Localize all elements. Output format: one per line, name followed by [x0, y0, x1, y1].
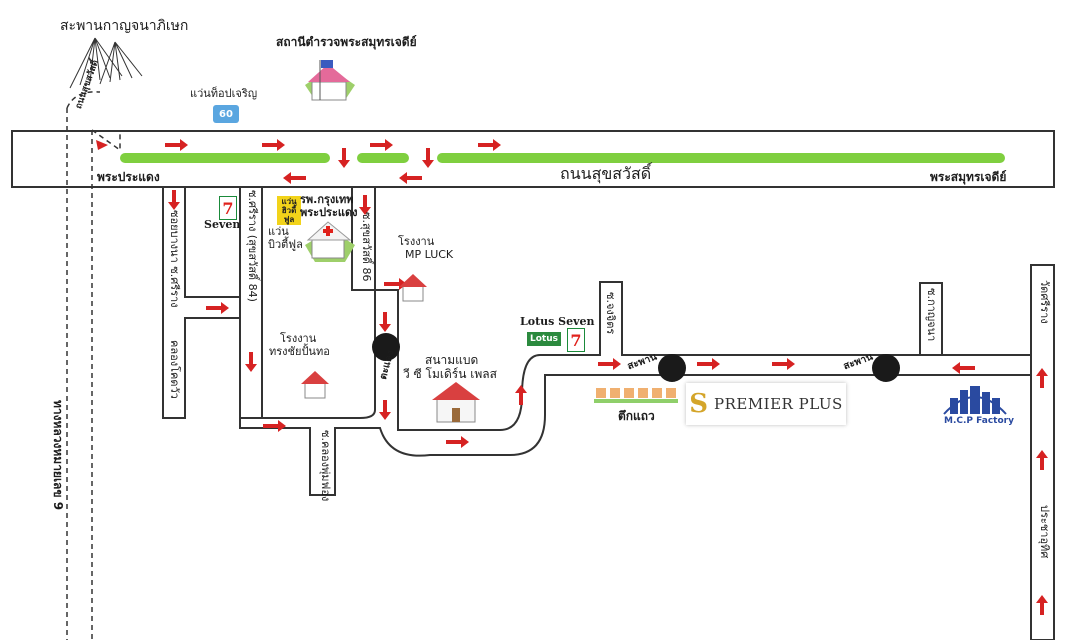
rowhouses-icon	[594, 388, 678, 403]
hospital-tag: แว่น ฮิวดี้ฟูล	[277, 196, 301, 225]
premier-plus-text: PREMIER PLUS	[713, 395, 843, 413]
ramp-dashed	[66, 91, 121, 152]
police-station-icon	[305, 60, 355, 101]
median-2	[357, 153, 409, 163]
soi-khlong-label: ซ.คลองพุ่มฟอง	[319, 430, 332, 502]
premier-plus-mark: S	[689, 389, 708, 419]
hospital-icon	[305, 221, 355, 262]
seven-eleven-logo: 7	[219, 196, 237, 220]
soi-kanchana-road	[919, 282, 943, 356]
glasses-shop-badge: 60	[213, 105, 239, 123]
soi-jongjit-label: ซ.จงจิตร	[604, 292, 617, 335]
factory-mp-luck-label-1: โรงงาน	[398, 235, 435, 248]
median-3	[437, 153, 1005, 163]
lotus-badge: Lotus	[527, 332, 561, 346]
median-1	[120, 153, 330, 163]
factory-songchai-icon	[301, 371, 329, 399]
roundabout-mid	[658, 354, 686, 382]
premier-plus-logo: S PREMIER PLUS	[686, 383, 846, 425]
mcp-factory-icon	[943, 386, 1007, 415]
seven-label: Seven	[204, 218, 241, 231]
bridge-title: สะพานกาญจนาภิเษก	[60, 18, 189, 34]
factory-mp-luck-label-2: MP LUCK	[405, 248, 454, 261]
lotus-seven-eleven-logo: 7	[567, 328, 585, 352]
roundabout-left	[372, 333, 400, 361]
glasses-shop-label: แว่นท็อปเจริญ	[190, 87, 258, 100]
rowhouses-label: ตึกแถว	[618, 409, 655, 423]
main-road-label: ถนนสุขสวัสดิ์	[560, 164, 652, 183]
canal-label: คลองโคดวัว	[168, 340, 181, 399]
hospital-label: รพ.กรุงเทพ พระประแดง	[300, 193, 358, 219]
lotus-seven-label: Lotus Seven	[520, 315, 595, 328]
soi-84-label: ซ.ศรีราง (สุขสวัสดิ์ 84)	[246, 190, 259, 302]
direction-arrows	[96, 139, 1048, 615]
wat-srirang-label: วัดศรีราง	[1038, 280, 1051, 324]
soi-kanchana-label: ซ.กาญจนา	[925, 288, 938, 342]
soi-bangna-label: ซอยบางนา ซ.ศรีราง	[168, 210, 181, 308]
direction-right-label: พระสมุทรเจดีย์	[930, 170, 1007, 184]
prachautit-label: ประชาอุทิศ	[1038, 505, 1051, 559]
mid-road-loop	[239, 281, 1055, 496]
roundabout-right	[872, 354, 900, 382]
police-station-label: สถานีตำรวจพระสมุทรเจดีย์	[276, 35, 417, 49]
factory-songchai-label-2: ทรงชัยปั้นทอ	[269, 345, 330, 358]
badminton-label-2: วี ซี โมเดิร์น เพลส	[403, 367, 497, 381]
side-roads	[162, 186, 376, 419]
mcp-factory-label: M.C.P Factory	[944, 416, 1014, 426]
bridge-cables	[69, 37, 143, 89]
soi-86-label: ซ.สุขสวัสดิ์ 86	[360, 212, 373, 282]
factory-songchai-label-1: โรงงาน	[280, 332, 317, 345]
badminton-label-1: สนามแบด	[425, 353, 479, 367]
highway-label: ทางหลวงหมายเลข 9	[51, 400, 65, 511]
direction-left-label: พระประแดง	[97, 170, 160, 184]
glasses2-label: แว่น บิวตี้ฟูล	[268, 225, 303, 251]
badminton-house-icon	[432, 382, 480, 423]
factory-mp-luck-icon	[399, 274, 427, 302]
